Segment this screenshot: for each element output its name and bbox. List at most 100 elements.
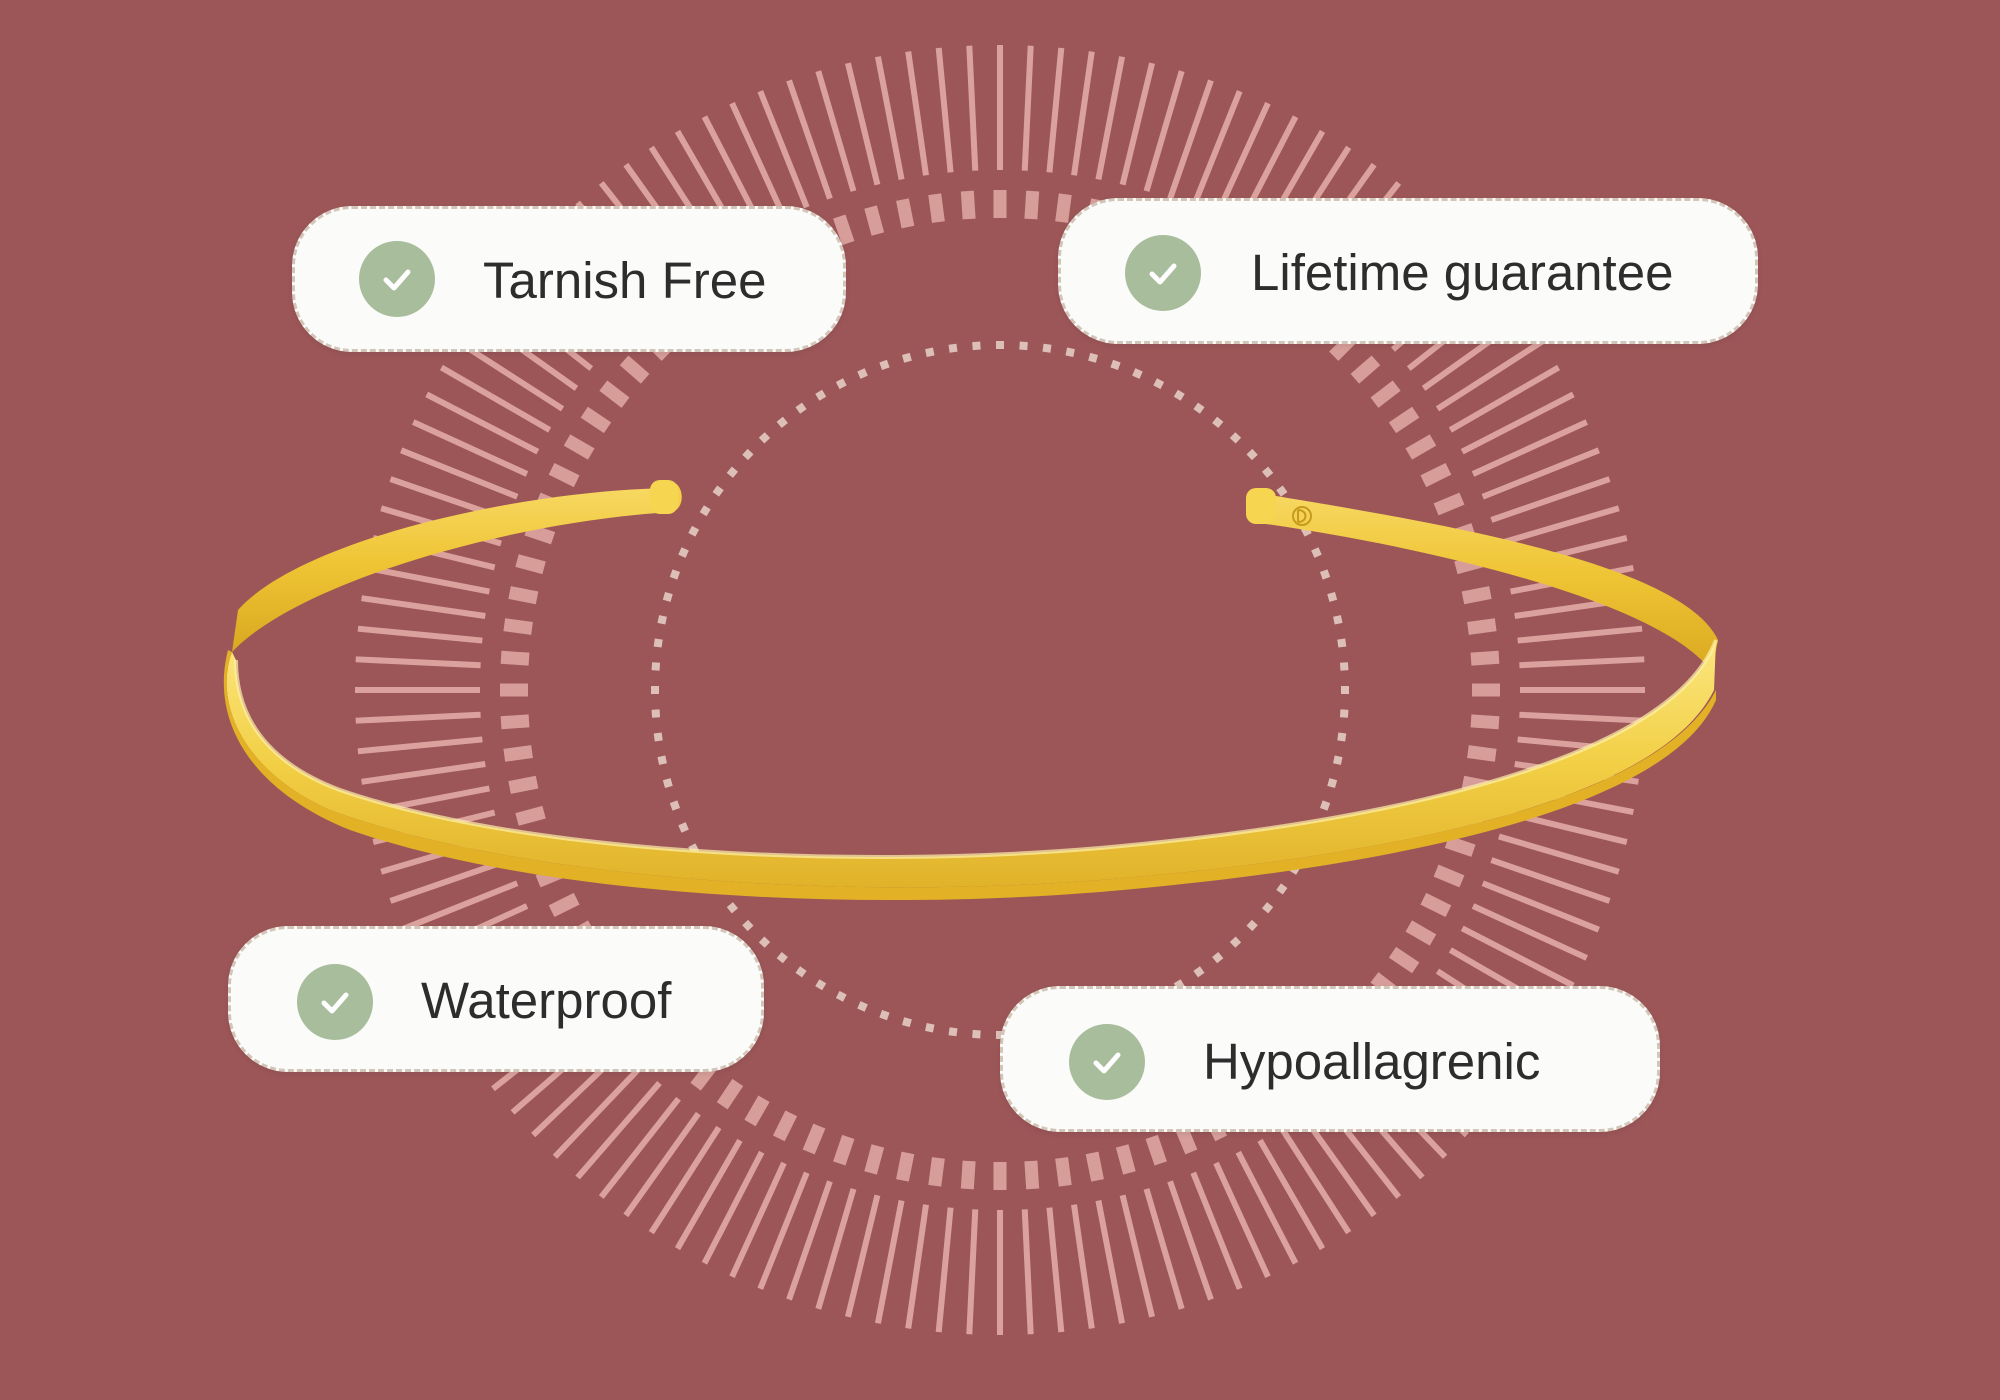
ray-line xyxy=(412,419,529,477)
ray-line xyxy=(1143,1188,1185,1310)
ring-dot xyxy=(1261,466,1274,478)
dash-mark xyxy=(1405,434,1437,460)
ring-dot xyxy=(776,951,788,964)
ring-dot xyxy=(712,485,724,497)
ray-line xyxy=(361,595,486,619)
ring-dot xyxy=(1088,352,1099,363)
ray-line xyxy=(935,47,954,173)
ring-dot xyxy=(662,778,673,789)
dash-mark xyxy=(1145,1134,1167,1166)
ring-dot xyxy=(1319,800,1331,811)
ring-dot xyxy=(1333,615,1343,625)
ring-dot xyxy=(879,359,890,371)
dash-mark xyxy=(864,205,885,236)
ray-line xyxy=(1167,79,1214,200)
ray-line xyxy=(1143,70,1185,192)
check-circle-icon xyxy=(1125,235,1201,311)
dash-mark xyxy=(500,714,530,730)
ring-dot xyxy=(1153,378,1165,390)
ray-line xyxy=(1095,1200,1126,1324)
dash-mark xyxy=(1388,946,1420,974)
feature-label: Hypoallagrenic xyxy=(1203,1033,1541,1090)
ring-dot xyxy=(835,378,847,390)
dash-mark xyxy=(928,193,945,223)
feature-badge-lifetime-guarantee: Lifetime guarantee xyxy=(1058,198,1758,344)
ray-line xyxy=(874,1200,905,1324)
ring-dot xyxy=(948,343,958,353)
ring-dot xyxy=(857,368,868,379)
dash-mark xyxy=(1055,193,1072,223)
ring-dot xyxy=(699,505,711,517)
dash-mark xyxy=(716,1078,744,1110)
ray-line xyxy=(425,391,540,455)
ray-line xyxy=(1519,711,1645,724)
ring-dot xyxy=(662,591,673,602)
dash-mark xyxy=(1461,586,1492,605)
ray-line xyxy=(1481,880,1600,933)
ring-dot xyxy=(1311,547,1322,558)
ray-line xyxy=(552,1064,644,1159)
ring-dot xyxy=(1261,902,1274,914)
ring-dot xyxy=(925,1023,935,1033)
ray-line xyxy=(439,364,552,433)
ring-dot xyxy=(972,1029,981,1039)
dash-mark xyxy=(1433,864,1465,888)
dash-mark xyxy=(580,406,612,434)
ring-dot xyxy=(996,341,1004,349)
ring-dot xyxy=(1042,343,1052,353)
dash-mark xyxy=(1388,406,1420,434)
dash-mark xyxy=(1433,492,1465,516)
ring-dot xyxy=(1246,448,1258,461)
ring-dot xyxy=(879,1009,890,1021)
ray-line xyxy=(1119,1194,1155,1318)
ray-line xyxy=(355,711,481,724)
dash-mark xyxy=(896,1151,915,1182)
ray-line xyxy=(1021,45,1034,171)
ring-dot xyxy=(669,569,681,580)
dash-mark xyxy=(515,805,546,826)
ray-line xyxy=(757,1171,810,1290)
ray-line xyxy=(1235,1150,1299,1265)
dash-mark xyxy=(864,1144,885,1175)
ray-line xyxy=(701,1150,765,1265)
dash-mark xyxy=(500,650,530,666)
ray-line xyxy=(1435,338,1545,412)
ring-dot xyxy=(857,1001,868,1012)
dash-mark xyxy=(960,1160,976,1190)
ring-dot xyxy=(1339,662,1349,671)
dash-mark xyxy=(508,586,539,605)
ray-line xyxy=(1498,833,1620,875)
ray-line xyxy=(1490,857,1611,904)
ring-dot xyxy=(1173,389,1185,401)
ring-dot xyxy=(948,1027,958,1037)
ray-line xyxy=(623,1111,701,1218)
ray-line xyxy=(1095,56,1126,180)
check-circle-icon xyxy=(359,241,435,317)
ray-line xyxy=(845,1194,881,1318)
dash-mark xyxy=(563,434,595,460)
dash-mark xyxy=(1405,920,1437,946)
ray-line xyxy=(357,625,483,644)
ring-dot xyxy=(1193,966,1205,978)
ring-dot xyxy=(1229,432,1242,444)
ring-dot xyxy=(1246,919,1258,932)
ray-line xyxy=(966,45,979,171)
bracelet-left-tip xyxy=(650,480,678,514)
dash-mark xyxy=(1470,714,1500,730)
ring-dot xyxy=(1110,359,1121,371)
ray-line xyxy=(455,338,565,412)
ring-dot xyxy=(901,1017,912,1028)
ray-line xyxy=(1448,364,1561,433)
ring-dot xyxy=(1132,368,1143,379)
ray-line xyxy=(729,1161,787,1278)
dash-mark xyxy=(802,1123,826,1155)
bracelet-front-band xyxy=(226,640,1717,888)
ray-line xyxy=(935,1207,954,1333)
dash-mark xyxy=(833,214,855,246)
ring-dot xyxy=(776,416,788,429)
ray-line xyxy=(786,1180,833,1301)
ray-line xyxy=(966,1209,979,1335)
ray-line xyxy=(1071,51,1095,176)
ring-dot xyxy=(653,732,663,742)
ring-dot xyxy=(758,936,771,948)
